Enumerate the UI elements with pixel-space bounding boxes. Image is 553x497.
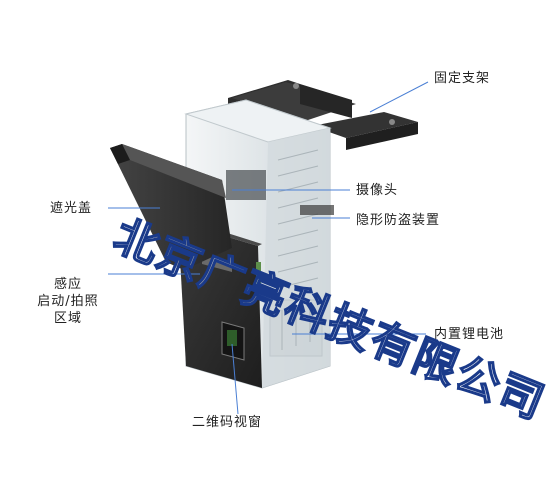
label-camera: 摄像头 bbox=[356, 183, 399, 198]
leader-mount-bracket bbox=[369, 81, 429, 113]
label-sensing-area: 感应 启动/拍照 区域 bbox=[28, 276, 108, 327]
leader-lines bbox=[108, 81, 429, 415]
light-cover bbox=[110, 144, 232, 270]
label-sensing-line1: 感应 bbox=[53, 277, 82, 292]
label-light-cover: 遮光盖 bbox=[50, 201, 93, 216]
label-anti-theft: 隐形防盗装置 bbox=[356, 213, 441, 228]
label-sensing-line2: 启动/拍照 bbox=[37, 294, 99, 309]
label-sensing-line3: 区域 bbox=[53, 311, 82, 326]
label-qr-window: 二维码视窗 bbox=[192, 415, 263, 430]
leader-qr-window bbox=[231, 343, 239, 415]
label-battery: 内置锂电池 bbox=[434, 327, 505, 342]
label-mount-bracket: 固定支架 bbox=[434, 71, 491, 86]
